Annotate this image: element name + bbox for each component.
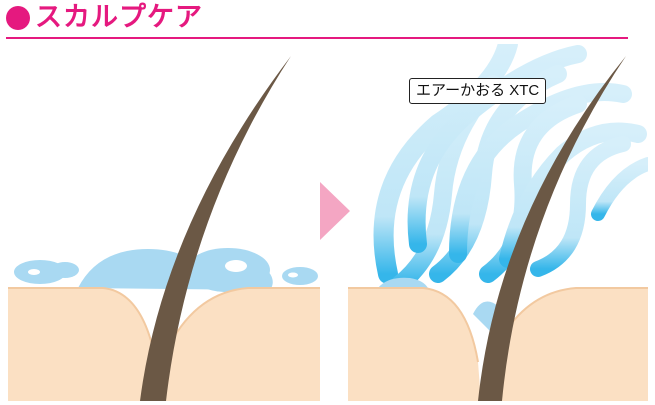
page-title: スカルプケア bbox=[35, 2, 203, 33]
scalp-after-svg bbox=[348, 34, 655, 401]
header: スカルプケア bbox=[0, 0, 655, 44]
sebum-deposits bbox=[14, 248, 318, 292]
scalp-before-svg bbox=[8, 56, 320, 401]
sebum-residue bbox=[378, 277, 428, 288]
hair-strand bbox=[478, 56, 626, 401]
hair-strand bbox=[140, 56, 291, 401]
product-name-label: エアーかおる XTC bbox=[409, 78, 547, 104]
scalp-skin bbox=[348, 288, 481, 401]
scalp-skin bbox=[8, 288, 158, 401]
title-bullet-icon bbox=[6, 6, 30, 30]
after-illustration bbox=[348, 34, 655, 401]
title-underline bbox=[6, 37, 628, 39]
transition-arrow-icon bbox=[320, 182, 352, 244]
before-illustration bbox=[8, 44, 320, 401]
